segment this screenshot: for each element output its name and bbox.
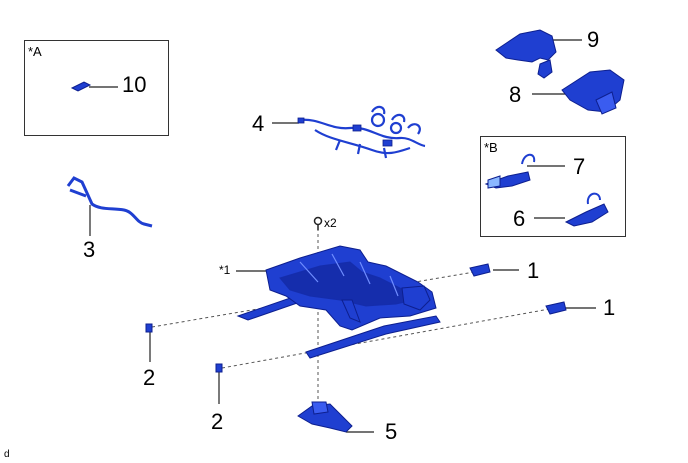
part-6-cover (564, 192, 609, 227)
part-1-clip-upper (469, 263, 491, 277)
bolt-icon (313, 216, 323, 230)
callout-2-left: 2 (143, 365, 156, 390)
part-4-connectors (297, 117, 393, 147)
inset-box-a (24, 40, 169, 136)
part-4-wire-harness (299, 105, 426, 159)
part-9-cover (495, 29, 557, 79)
part-10-clip (70, 81, 92, 92)
part-2-pin-lower (215, 363, 223, 373)
part-8-cover (561, 69, 625, 115)
callout-1-lower: 1 (603, 295, 616, 320)
callout-1-upper: 1 (527, 258, 540, 283)
part-2-pin-upper (145, 323, 153, 333)
callout-9: 9 (587, 27, 600, 52)
callout-8: 8 (509, 82, 522, 107)
callout-6: 6 (513, 206, 526, 231)
inset-box-b (480, 136, 626, 237)
callout-5: 5 (385, 419, 398, 444)
part-7-cover (484, 153, 536, 189)
bolt-quantity-label: x2 (324, 216, 337, 230)
box-b-label: *B (484, 140, 498, 155)
callout-2-right: 2 (211, 409, 224, 434)
box-a-label: *A (28, 44, 42, 59)
callout-7: 7 (573, 154, 586, 179)
leader-lines (89, 39, 596, 433)
part-3-spring-wire (66, 176, 153, 228)
callout-4: 4 (252, 111, 265, 136)
part-1-clip-lower (545, 301, 567, 315)
callout-10: 10 (122, 72, 147, 97)
callout-3: 3 (83, 237, 96, 262)
seat-track-assembly (236, 245, 441, 359)
corner-mark: d (4, 449, 10, 460)
star-1-note: *1 (219, 263, 231, 277)
part-5-bracket (297, 401, 353, 433)
